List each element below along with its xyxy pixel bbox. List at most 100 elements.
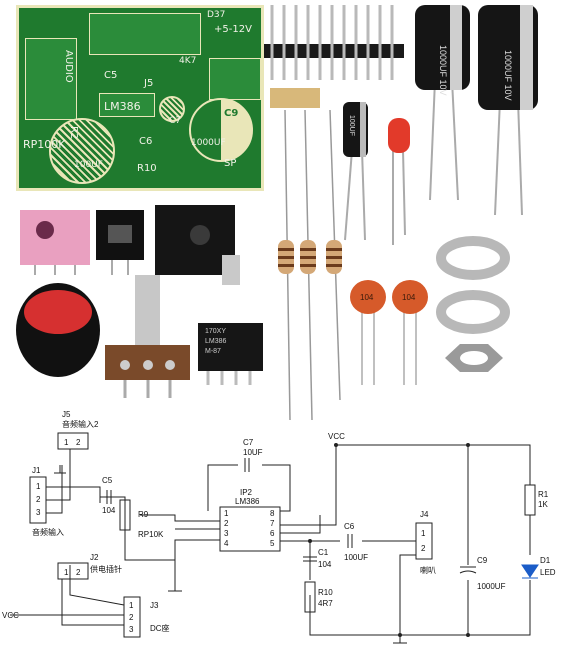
pcb-pot-footprint (49, 118, 115, 184)
j4-pin-1: 1 (421, 529, 426, 538)
j3-pin-2: 2 (129, 613, 134, 622)
r9-symbol (119, 499, 131, 531)
j1-label: J1 (32, 466, 41, 475)
c9-value: 1000UF (477, 582, 506, 591)
hex-nut (445, 344, 503, 372)
j5-desc: 音频输入2 (62, 419, 99, 429)
r10-value: 4R7 (318, 599, 333, 608)
j3-pin-3: 3 (129, 625, 134, 634)
r10-symbol (304, 581, 316, 613)
electrolytic-capacitor-1000uf-b: 1000UF 10V (478, 5, 538, 216)
potentiometer (105, 275, 190, 398)
r1-symbol (524, 484, 536, 516)
pcb-label-4k7: 4K7 (179, 56, 197, 66)
pcb-label-d37: D37 (207, 10, 226, 20)
pcb-ic-footprint (99, 93, 155, 117)
pcb-label-c9: C9 (224, 108, 239, 119)
c7-value: 10UF (243, 448, 263, 457)
pcb-label-lm386: LM386 (104, 100, 141, 113)
j2-pin-1: 1 (64, 568, 69, 577)
pcb-label-r10: R10 (137, 163, 157, 174)
red-led (388, 118, 410, 245)
ic-pin-1: 1 (224, 509, 229, 518)
c6-value: 100UF (344, 553, 368, 562)
j4-desc: 喇叭 (420, 565, 436, 575)
ic-pin-7: 7 (270, 519, 275, 528)
c9-label: C9 (477, 556, 488, 565)
j1-pin-2: 2 (36, 495, 41, 504)
ic-part: LM386 (235, 497, 260, 506)
j3-pin-1: 1 (129, 601, 134, 610)
c5-label: C5 (102, 476, 113, 485)
ic-name: IP2 (240, 488, 253, 497)
ceramic-b-label: 104 (402, 293, 416, 302)
j5-pin-1: 1 (64, 438, 69, 447)
elec-cap-a-label: 1000UF 10V (438, 45, 448, 96)
pcb-label-1000uf: 1000UF (191, 138, 226, 148)
pcb-label-rp100k: RP100K (23, 138, 66, 151)
vcc-top-label: VCC (328, 432, 345, 441)
components-photo: 1000UF 10V 1000UF 10V 100UF (16, 5, 538, 420)
ic-pin-2: 2 (224, 519, 229, 528)
washer-1 (436, 236, 510, 280)
pcb-label-j5: J5 (144, 78, 154, 89)
pcb-label-c7: C7 (169, 116, 182, 126)
r10-label: R10 (318, 588, 333, 597)
pcb-label-power: +5-12V (214, 24, 252, 35)
j5-box (57, 432, 89, 450)
red-knob (16, 283, 100, 377)
ceramic-a-label: 104 (360, 293, 374, 302)
pcb-label-sp: SP (224, 158, 237, 169)
j1-pin-1: 1 (36, 482, 41, 491)
c7-label: C7 (243, 438, 254, 447)
ic-pin-4: 4 (224, 539, 229, 548)
elec-small-label: 100UF (348, 115, 355, 136)
pcb-dc-footprint (209, 58, 261, 100)
j5-pin-2: 2 (76, 438, 81, 447)
pink-audio-jack (20, 210, 90, 275)
pcb-top-block (89, 13, 201, 55)
c5-value: 104 (102, 506, 116, 515)
ic-pin-6: 6 (270, 529, 275, 538)
ceramic-capacitor-104-b: 104 (392, 280, 428, 385)
j3-label: J3 (150, 601, 159, 610)
electrolytic-capacitor-100uf: 100UF (343, 102, 368, 241)
j4-label: J4 (420, 510, 429, 519)
chip-mark-1: 170XY (205, 328, 226, 335)
j2-label: J2 (90, 553, 99, 562)
chip-mark-3: M-87 (205, 348, 221, 355)
j2-desc: 供电插针 (90, 564, 122, 574)
resistor-tape (270, 88, 320, 108)
j1-pin-3: 3 (36, 508, 41, 517)
elec-cap-b-label: 1000UF 10V (503, 50, 513, 101)
pcb-cap-c9-footprint (189, 98, 253, 162)
r9-value: RP10K (138, 530, 164, 539)
schematic-diagram: J5 音频输入2 J1 音频输入 J2 供电插针 J3 DC座 J4 喇叭 C5… (2, 410, 556, 644)
j2-box (57, 562, 89, 580)
ic-pin-3: 3 (224, 529, 229, 538)
d1-label: D1 (540, 556, 551, 565)
vcc-left-label: VCC (2, 611, 19, 620)
ic-pin-8: 8 (270, 509, 275, 518)
pcb-board: AUDIO D37 +5-12V C5 J5 LM386 R2 RP100K C… (16, 5, 264, 191)
chip-mark-2: LM386 (205, 338, 227, 345)
lm386-chip: 170XY LM386 M-87 (198, 323, 263, 385)
pcb-label-100uf: 100UF (74, 160, 103, 170)
washer-2 (436, 290, 510, 334)
dc-jack (155, 205, 240, 285)
r1-label: R1 (538, 490, 549, 499)
electrolytic-capacitor-1000uf-a: 1000UF 10V (415, 5, 470, 201)
ic-pin-5: 5 (270, 539, 275, 548)
pcb-label-c6: C6 (139, 136, 153, 147)
j4-pin-2: 2 (421, 544, 426, 553)
c6-label: C6 (344, 522, 355, 531)
ceramic-capacitor-104-a: 104 (350, 280, 386, 385)
pin-header (264, 5, 404, 80)
pcb-audio-jack-footprint (25, 38, 77, 120)
pcb-label-c5: C5 (104, 70, 118, 81)
j3-desc: DC座 (150, 623, 170, 633)
c1-value: 104 (318, 560, 332, 569)
resistor-bodies (278, 240, 342, 274)
header-socket (96, 210, 144, 275)
